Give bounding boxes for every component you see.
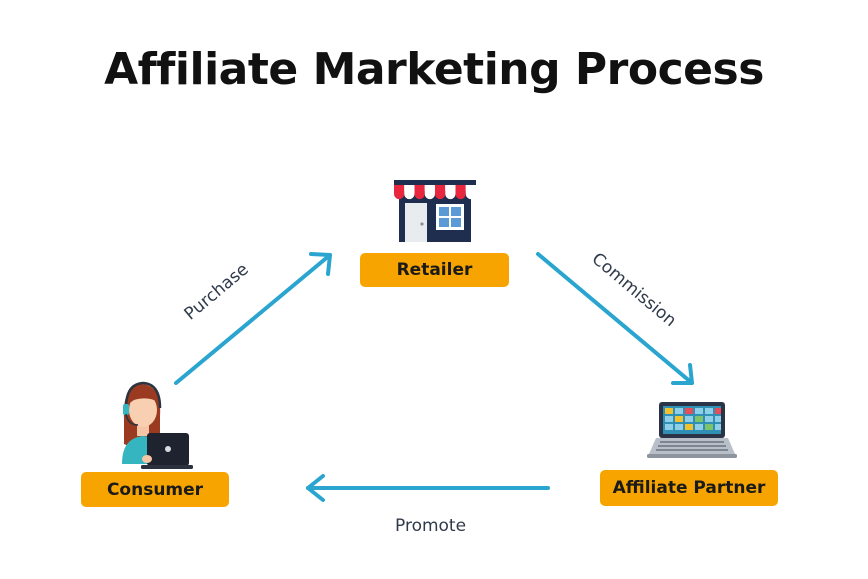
retailer-node-label: Retailer bbox=[360, 253, 509, 287]
affiliate-partner-node-label: Affiliate Partner bbox=[600, 470, 778, 506]
arrow-purchase bbox=[174, 252, 332, 385]
arrow-promote bbox=[306, 474, 550, 502]
storefront-icon bbox=[394, 180, 476, 242]
consumer-with-laptop-icon bbox=[122, 381, 193, 469]
consumer-node-label: Consumer bbox=[81, 472, 229, 507]
laptop-icon bbox=[647, 402, 737, 458]
arrow-commission bbox=[536, 252, 694, 385]
promote-edge-label: Promote bbox=[395, 516, 467, 536]
page-title: Affiliate Marketing Process bbox=[104, 44, 764, 95]
